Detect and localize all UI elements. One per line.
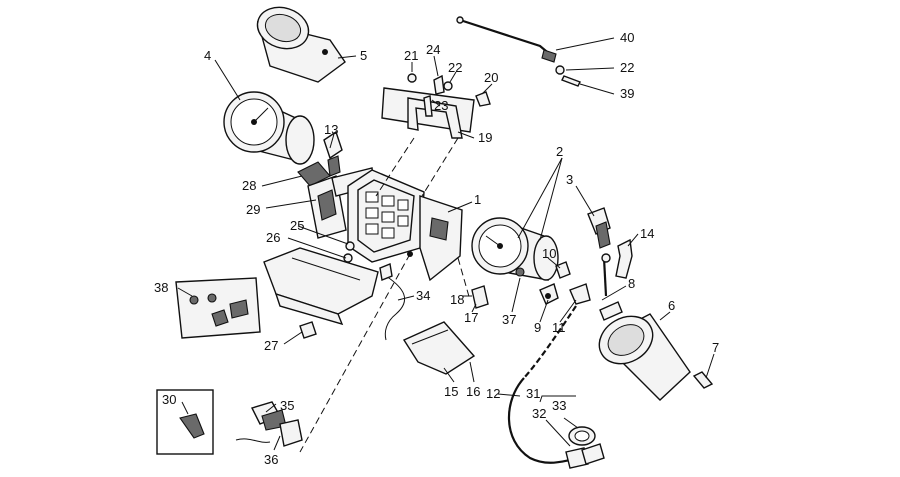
callout-13: 13 bbox=[324, 122, 338, 137]
callout-39: 39 bbox=[620, 86, 634, 101]
mounting-bracket bbox=[381, 73, 491, 139]
fitting-14 bbox=[615, 238, 633, 279]
ignition-switch-box bbox=[175, 277, 261, 339]
callout-28: 28 bbox=[242, 178, 256, 193]
callout-26: 26 bbox=[266, 230, 280, 245]
callout-18: 18 bbox=[450, 292, 464, 307]
callout-25: 25 bbox=[290, 218, 304, 233]
callout-30: 30 bbox=[162, 392, 176, 407]
tachometer-gauge bbox=[223, 91, 315, 165]
assembly-lines bbox=[299, 137, 471, 453]
callout-14: 14 bbox=[640, 226, 654, 241]
callout-22b: 22 bbox=[620, 60, 634, 75]
callout-29: 29 bbox=[246, 202, 260, 217]
callout-11: 11 bbox=[552, 320, 566, 335]
callout-2: 2 bbox=[556, 144, 563, 159]
lower-cover bbox=[402, 321, 476, 375]
callout-4: 4 bbox=[204, 48, 211, 63]
callout-9: 9 bbox=[534, 320, 541, 335]
callout-27: 27 bbox=[264, 338, 278, 353]
callout-17: 17 bbox=[464, 310, 478, 325]
callout-6: 6 bbox=[668, 298, 675, 313]
left-instrument-cup bbox=[256, 6, 346, 83]
callout-19: 19 bbox=[478, 130, 492, 145]
right-instrument-cup bbox=[598, 301, 691, 401]
callout-5: 5 bbox=[360, 48, 367, 63]
callout-20: 20 bbox=[484, 70, 498, 85]
lock-assembly bbox=[235, 401, 303, 447]
callout-37: 37 bbox=[502, 312, 516, 327]
plug-17-18 bbox=[471, 285, 489, 309]
callout-24: 24 bbox=[426, 42, 440, 57]
lower-panel-base bbox=[263, 247, 379, 326]
callout-33: 33 bbox=[552, 398, 566, 413]
callout-31: 31 bbox=[526, 386, 540, 401]
callout-23: 23 bbox=[434, 98, 448, 113]
callout-22a: 22 bbox=[448, 60, 462, 75]
switch-13 bbox=[323, 130, 343, 177]
callout-16: 16 bbox=[466, 384, 480, 399]
screw-7 bbox=[692, 371, 714, 389]
leader-lines bbox=[177, 37, 715, 451]
wire-34 bbox=[379, 263, 406, 341]
callout-1: 1 bbox=[474, 192, 481, 207]
callout-8: 8 bbox=[628, 276, 635, 291]
callout-38: 38 bbox=[154, 280, 168, 295]
drive-gear-parts bbox=[568, 426, 605, 465]
instrument-panel bbox=[347, 169, 463, 282]
bulb-holder-3 bbox=[587, 207, 611, 249]
small-nuts bbox=[299, 241, 355, 339]
callout-21: 21 bbox=[404, 48, 418, 63]
speedometer-gauge bbox=[471, 217, 559, 281]
cable-40 bbox=[456, 16, 581, 87]
small-hardware bbox=[539, 253, 611, 305]
callout-34: 34 bbox=[416, 288, 430, 303]
callout-36: 36 bbox=[264, 452, 278, 467]
callout-35: 35 bbox=[280, 398, 294, 413]
callout-labels: 4 5 21 24 22 23 20 19 40 22 39 13 28 29 … bbox=[154, 30, 719, 467]
callout-7: 7 bbox=[712, 340, 719, 355]
callout-40: 40 bbox=[620, 30, 634, 45]
callout-10: 10 bbox=[542, 246, 556, 261]
callout-12: 12 bbox=[486, 386, 500, 401]
callout-3: 3 bbox=[566, 172, 573, 187]
callout-15: 15 bbox=[444, 384, 458, 399]
key-inset-box bbox=[156, 389, 214, 455]
callout-32: 32 bbox=[532, 406, 546, 421]
